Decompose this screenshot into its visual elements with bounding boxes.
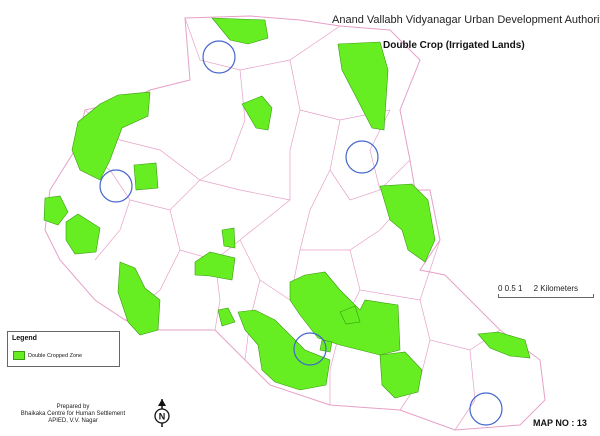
- double-cropped-zone: [339, 305, 361, 325]
- double-cropped-zone: [194, 251, 236, 281]
- legend-label: Double Cropped Zone: [28, 352, 83, 359]
- highlight-circle: [202, 40, 236, 74]
- scale-ruler: [498, 294, 594, 298]
- scale-bar: 0 0.5 1 2 Kilometers: [498, 284, 594, 298]
- legend: Legend Double Cropped Zone: [7, 331, 120, 367]
- credits: Prepared by Bhaikaka Centre for Human Se…: [18, 404, 128, 425]
- scale-ticks: 0 0.5 1: [498, 284, 523, 293]
- credits-line2: Bhaikaka Centre for Human Settlement: [20, 411, 126, 417]
- study-area-boundary: [44, 15, 546, 431]
- double-cropped-zone: [221, 227, 236, 249]
- double-cropped-zone: [211, 17, 269, 45]
- double-cropped-zone: [241, 95, 273, 131]
- legend-swatch: [13, 351, 25, 360]
- credits-line3: APIED, V.V. Nagar: [48, 418, 98, 424]
- double-cropped-zone: [133, 162, 159, 191]
- highlight-circles: [99, 40, 503, 426]
- double-cropped-zones: [43, 17, 531, 399]
- double-cropped-zone: [379, 183, 436, 263]
- map-number: MAP NO : 13: [533, 418, 587, 428]
- double-cropped-zone: [71, 91, 151, 181]
- double-cropped-zone: [117, 261, 161, 336]
- legend-item: Double Cropped Zone: [13, 351, 82, 360]
- double-cropped-zone: [379, 351, 423, 399]
- double-cropped-zone: [477, 331, 531, 359]
- legend-title: Legend: [12, 335, 37, 342]
- north-arrow-icon: N: [154, 399, 170, 427]
- credits-line1: Prepared by: [56, 404, 90, 410]
- double-cropped-zone: [65, 213, 101, 255]
- highlight-circle: [99, 169, 133, 203]
- highlight-circle: [345, 140, 379, 174]
- authority-name: Anand Vallabh Vidyanagar Urban Developme…: [332, 14, 600, 26]
- highlight-circle: [293, 332, 327, 366]
- map-title: Double Crop (Irrigated Lands): [383, 40, 525, 51]
- double-cropped-zone: [43, 195, 69, 226]
- double-cropped-zone: [237, 309, 331, 391]
- north-letter: N: [159, 412, 166, 422]
- highlight-circle: [469, 392, 503, 426]
- double-cropped-zone: [217, 307, 236, 327]
- double-cropped-zone: [337, 41, 389, 131]
- scale-unit: 2 Kilometers: [533, 284, 579, 293]
